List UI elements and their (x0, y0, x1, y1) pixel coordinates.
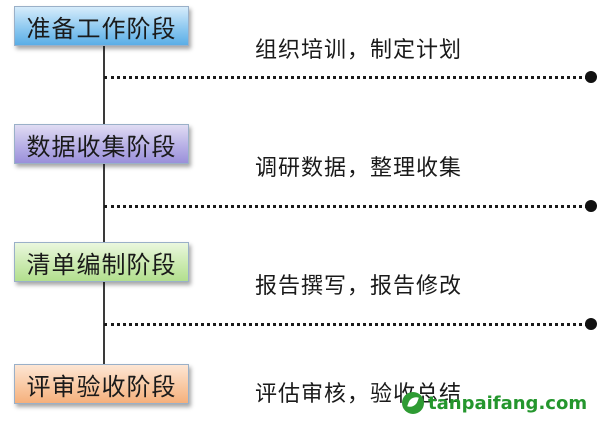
watermark-text: tanpaifang.com (428, 392, 588, 414)
stage-review-acceptance: 评审验收阶段 (14, 364, 189, 404)
stage-label: 评审验收阶段 (26, 372, 177, 401)
stage-task-text: 评估审核，验收总结 (255, 382, 463, 407)
leaf-logo-icon (402, 392, 424, 414)
stage-label: 数据收集阶段 (26, 132, 177, 161)
stage-label: 清单编制阶段 (26, 250, 177, 279)
stage-label: 准备工作阶段 (26, 14, 177, 43)
stage-preparation: 准备工作阶段 (14, 6, 189, 46)
stage-task-text: 组织培训，制定计划 (255, 38, 463, 63)
stage-task-text: 报告撰写，报告修改 (255, 274, 463, 299)
dotted-separator (104, 205, 588, 208)
stage-task-text: 调研数据，整理收集 (255, 156, 463, 181)
separator-end-dot (585, 71, 597, 83)
watermark: tanpaifang.com (402, 392, 587, 414)
separator-end-dot (585, 200, 597, 212)
stage-data-collection: 数据收集阶段 (14, 124, 189, 164)
dotted-separator (104, 323, 588, 326)
dotted-separator (104, 76, 588, 79)
stage-inventory-compilation: 清单编制阶段 (14, 242, 189, 282)
separator-end-dot (585, 318, 597, 330)
timeline-spine (103, 40, 105, 380)
